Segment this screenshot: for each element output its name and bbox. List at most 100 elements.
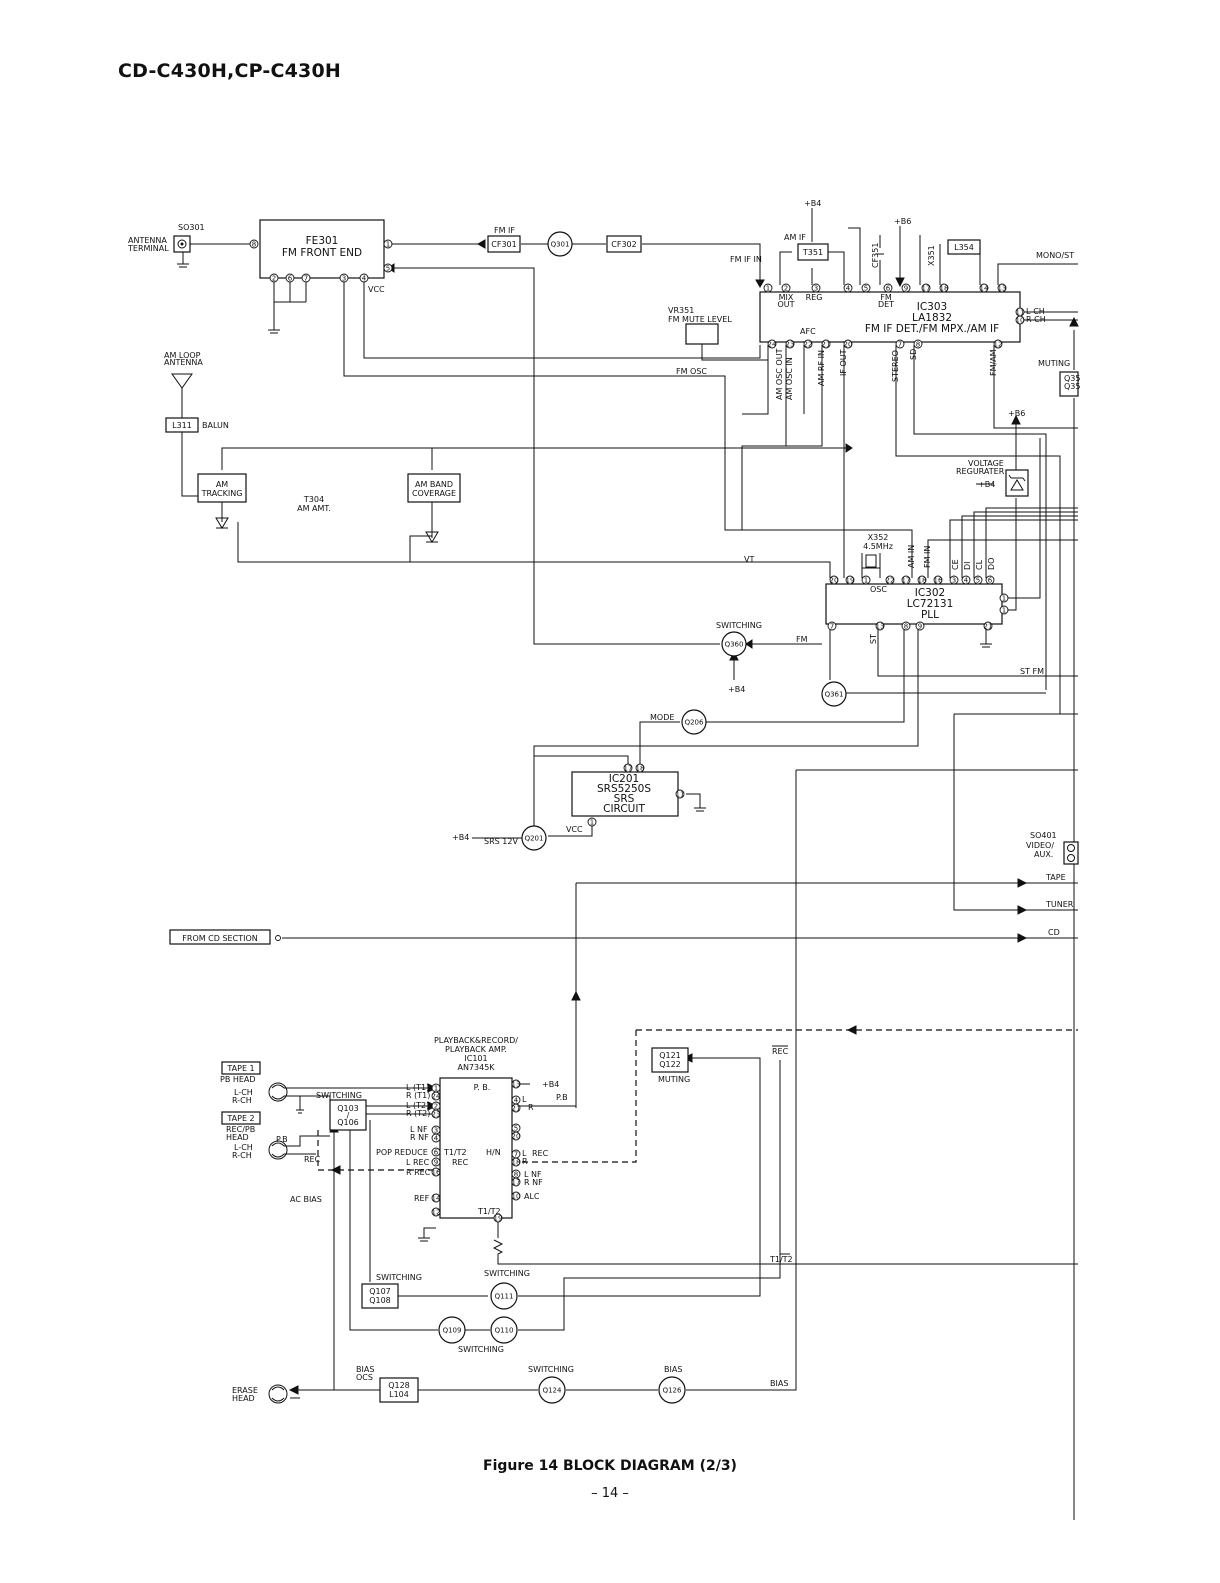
t1-t2-bottom-label: T1/T2 [477, 1207, 501, 1216]
ic201-part: SRS5250S [597, 783, 651, 795]
bias-ocs-label-1: BIAS [356, 1365, 374, 1374]
bias-q126-label: BIAS [664, 1365, 682, 1374]
signal-wires [177, 208, 1079, 1520]
cf302-label: CF302 [611, 240, 636, 249]
crystal-icon [865, 554, 877, 568]
st-fm-label: ST FM [1020, 667, 1044, 676]
reg-label: REG [806, 293, 823, 302]
ic303-part: LA1832 [912, 312, 952, 324]
svg-text:12: 12 [994, 341, 1003, 349]
rec-pb-head-label-1: REC/PB [226, 1125, 255, 1134]
svg-text:21: 21 [984, 623, 993, 631]
svg-text:7: 7 [898, 341, 902, 349]
svg-text:1: 1 [590, 819, 594, 827]
svg-text:8: 8 [916, 341, 920, 349]
am-in-label: AM IN [907, 545, 916, 568]
varicap-diode-icon [425, 531, 439, 543]
bias-right-label: BIAS [770, 1379, 788, 1388]
q109-label: Q109 [443, 1327, 462, 1335]
h-n-label: H/N [486, 1148, 501, 1157]
t304-label: T304 [303, 495, 324, 504]
svg-text:4: 4 [362, 275, 367, 283]
q360-circle [721, 631, 747, 657]
fm-mute-level-label: FM MUTE LEVEL [668, 315, 732, 324]
l-nf-right-label: L NF [524, 1170, 542, 1179]
b6-mid-label: +B6 [1008, 409, 1025, 418]
erase-head-icon [268, 1384, 288, 1404]
q206-circle [681, 709, 707, 735]
x351-label: X351 [927, 245, 936, 266]
svg-text:18: 18 [636, 765, 645, 773]
svg-text:13: 13 [998, 285, 1007, 293]
fm-det-label-2: DET [878, 300, 894, 309]
vr351-label: VR351 [668, 306, 694, 315]
q111-label: Q111 [495, 1293, 514, 1301]
switching-q124-label: SWITCHING [528, 1365, 574, 1374]
tape-label: TAPE [1045, 873, 1066, 882]
so401-label: SO401 [1030, 831, 1057, 840]
document-header-title: CD-C430H,CP-C430H [118, 60, 342, 82]
t1-t2-inner-label: T1/T2 [443, 1148, 467, 1157]
fe301-box [259, 219, 385, 279]
svg-text:17: 17 [624, 765, 633, 773]
erase-head-label-1: ERASE [232, 1386, 258, 1395]
fe301-name: FE301 [306, 235, 339, 247]
svg-text:24: 24 [768, 341, 777, 349]
rec-tape2-label: REC [304, 1155, 321, 1164]
mono-st-label: MONO/ST [1036, 251, 1074, 260]
svg-text:20: 20 [512, 1133, 521, 1141]
voltage-regulator-label-1: VOLTAGE [968, 459, 1004, 468]
ic201-name: IC201 [609, 773, 639, 785]
tape1-box [221, 1061, 261, 1075]
svg-text:9: 9 [904, 285, 908, 293]
tape1-head-icon [268, 1082, 288, 1102]
svg-text:13: 13 [876, 623, 885, 631]
q103-slash: / [347, 1111, 350, 1120]
x352-label: X352 [868, 533, 889, 542]
symbols [171, 235, 1079, 1404]
svg-text:13: 13 [512, 1081, 521, 1089]
switching-q360-label: SWITCHING [716, 621, 762, 630]
video-aux-label-1: VIDEO/ [1026, 841, 1054, 850]
do-label: DO [987, 558, 996, 570]
am-osc-out-label: AM OSC OUT [775, 348, 784, 400]
sd-label: SD [909, 349, 918, 360]
alc-label: ALC [524, 1192, 540, 1201]
ic302-name: IC302 [915, 587, 945, 599]
svg-text:18: 18 [918, 577, 927, 585]
tape1-r-ch-label: R-CH [232, 1096, 252, 1105]
rec-inner-label: REC [452, 1158, 469, 1167]
mix-out-label-2: OUT [777, 300, 794, 309]
amp-l-label: L [522, 1095, 527, 1104]
cf302-box [606, 235, 642, 253]
t351-box [797, 243, 829, 261]
svg-text:21: 21 [512, 1105, 521, 1113]
svg-text:18: 18 [512, 1159, 521, 1167]
svg-text:1: 1 [864, 577, 868, 585]
varicap-diode-icon [215, 517, 229, 529]
fm-am-label: FM/AM [989, 349, 998, 376]
am-tracking-label-1: AM [216, 480, 228, 489]
b4-q201-label: +B4 [452, 833, 469, 842]
rec-bar-label: REC [772, 1047, 789, 1056]
q103-box [329, 1099, 367, 1131]
pb-ic101-label: P.B [556, 1093, 568, 1102]
rec-l-label: L [522, 1149, 527, 1158]
q122-label: Q122 [659, 1060, 681, 1069]
q110-label: Q110 [495, 1327, 514, 1335]
t304-desc: AM AMT. [297, 504, 331, 513]
svg-text:20: 20 [844, 341, 853, 349]
l311-label: L311 [172, 421, 192, 430]
svg-text:2: 2 [784, 285, 788, 293]
mix-out-label-1: MIX [779, 293, 794, 302]
svg-text:14: 14 [432, 1195, 441, 1203]
st-label: ST [869, 634, 878, 644]
r-nf-right-label: R NF [524, 1178, 543, 1187]
am-if-label: AM IF [784, 233, 806, 242]
svg-text:22: 22 [804, 341, 813, 349]
muting-bottom-label: MUTING [658, 1075, 690, 1084]
q121-box [651, 1047, 689, 1073]
pop-reduce-label: POP REDUCE [376, 1148, 428, 1157]
video-aux-jack-icon [1063, 841, 1079, 865]
cf301-box [487, 235, 521, 253]
